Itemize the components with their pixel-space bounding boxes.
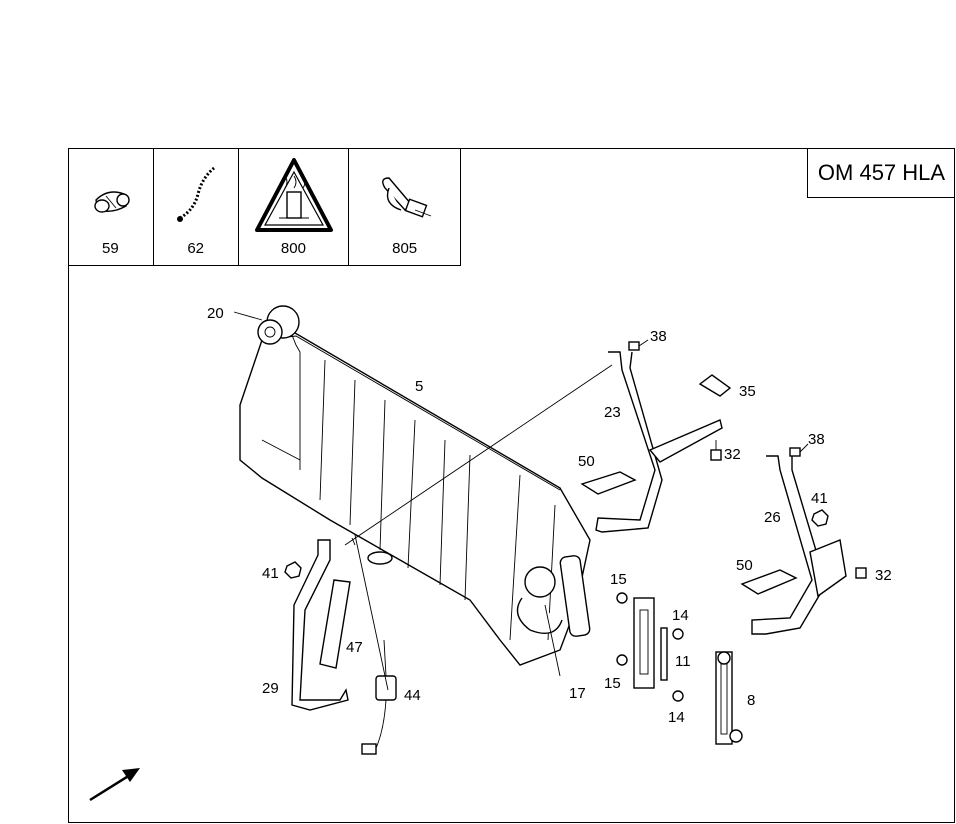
callout-14: 14 — [668, 709, 685, 726]
callout-47: 47 — [346, 639, 363, 656]
screw-32-upper — [710, 440, 722, 461]
callout-15: 15 — [604, 675, 621, 692]
engine-model-label: OM 457 HLA — [807, 148, 955, 198]
legend-cell-805: 805 — [349, 148, 460, 265]
nut-41-left — [284, 561, 302, 579]
washer-14-upper — [672, 628, 684, 640]
clip-35 — [698, 374, 732, 397]
callout-11: 11 — [675, 653, 691, 670]
sight-glass-bar — [633, 597, 655, 689]
callout-15: 15 — [610, 571, 627, 588]
pin-11 — [660, 627, 668, 681]
legend-strip: 59 62 800 805 — [68, 148, 461, 266]
callout-38: 38 — [650, 328, 667, 345]
callout-32: 32 — [724, 446, 741, 463]
bracket-23 — [595, 351, 723, 533]
level-sensor-44 — [361, 639, 397, 755]
legend-number: 805 — [392, 240, 418, 257]
callout-5: 5 — [415, 378, 423, 395]
washer-15-lower — [616, 654, 628, 666]
screw-38-lower — [789, 443, 809, 457]
legend-cell-62: 62 — [154, 148, 239, 265]
legend-number: 800 — [280, 240, 306, 257]
callout-17: 17 — [569, 685, 586, 702]
strap-29 — [291, 539, 351, 711]
callout-44: 44 — [404, 687, 421, 704]
cable-tie-icon — [382, 177, 432, 218]
callout-35: 35 — [739, 383, 756, 400]
bracket-26 — [751, 455, 847, 635]
direction-arrow — [89, 768, 140, 802]
diagram-frame — [68, 148, 955, 823]
callout-23: 23 — [604, 404, 621, 421]
nut-41-right — [811, 509, 829, 527]
chain-icon — [176, 166, 215, 222]
callout-32: 32 — [875, 567, 892, 584]
legend-number: 59 — [102, 240, 119, 257]
washer-15-upper — [616, 592, 628, 604]
warning-hot-liquid-icon — [254, 158, 333, 232]
callout-14: 14 — [672, 607, 689, 624]
callout-38: 38 — [808, 431, 825, 448]
screw-32-lower — [855, 567, 867, 579]
callout-50: 50 — [736, 557, 753, 574]
callout-41: 41 — [811, 490, 828, 507]
callout-8: 8 — [747, 692, 755, 709]
callout-26: 26 — [764, 509, 781, 526]
pressure-cap-17 — [516, 555, 591, 637]
callout-50: 50 — [578, 453, 595, 470]
screw-38-upper — [628, 339, 649, 351]
clip-icon — [94, 191, 130, 213]
legend-cell-59: 59 — [68, 148, 154, 265]
filler-cap-20 — [257, 305, 300, 345]
legend-number: 62 — [187, 240, 205, 257]
pad-50-upper — [580, 471, 637, 495]
callout-41: 41 — [262, 565, 279, 582]
pad-50-lower — [740, 569, 798, 595]
level-gauge-8 — [715, 651, 743, 745]
callout-20: 20 — [207, 305, 224, 322]
callout-29: 29 — [262, 680, 279, 697]
washer-14-lower — [672, 690, 684, 702]
legend-cell-800: 800 — [239, 148, 350, 265]
